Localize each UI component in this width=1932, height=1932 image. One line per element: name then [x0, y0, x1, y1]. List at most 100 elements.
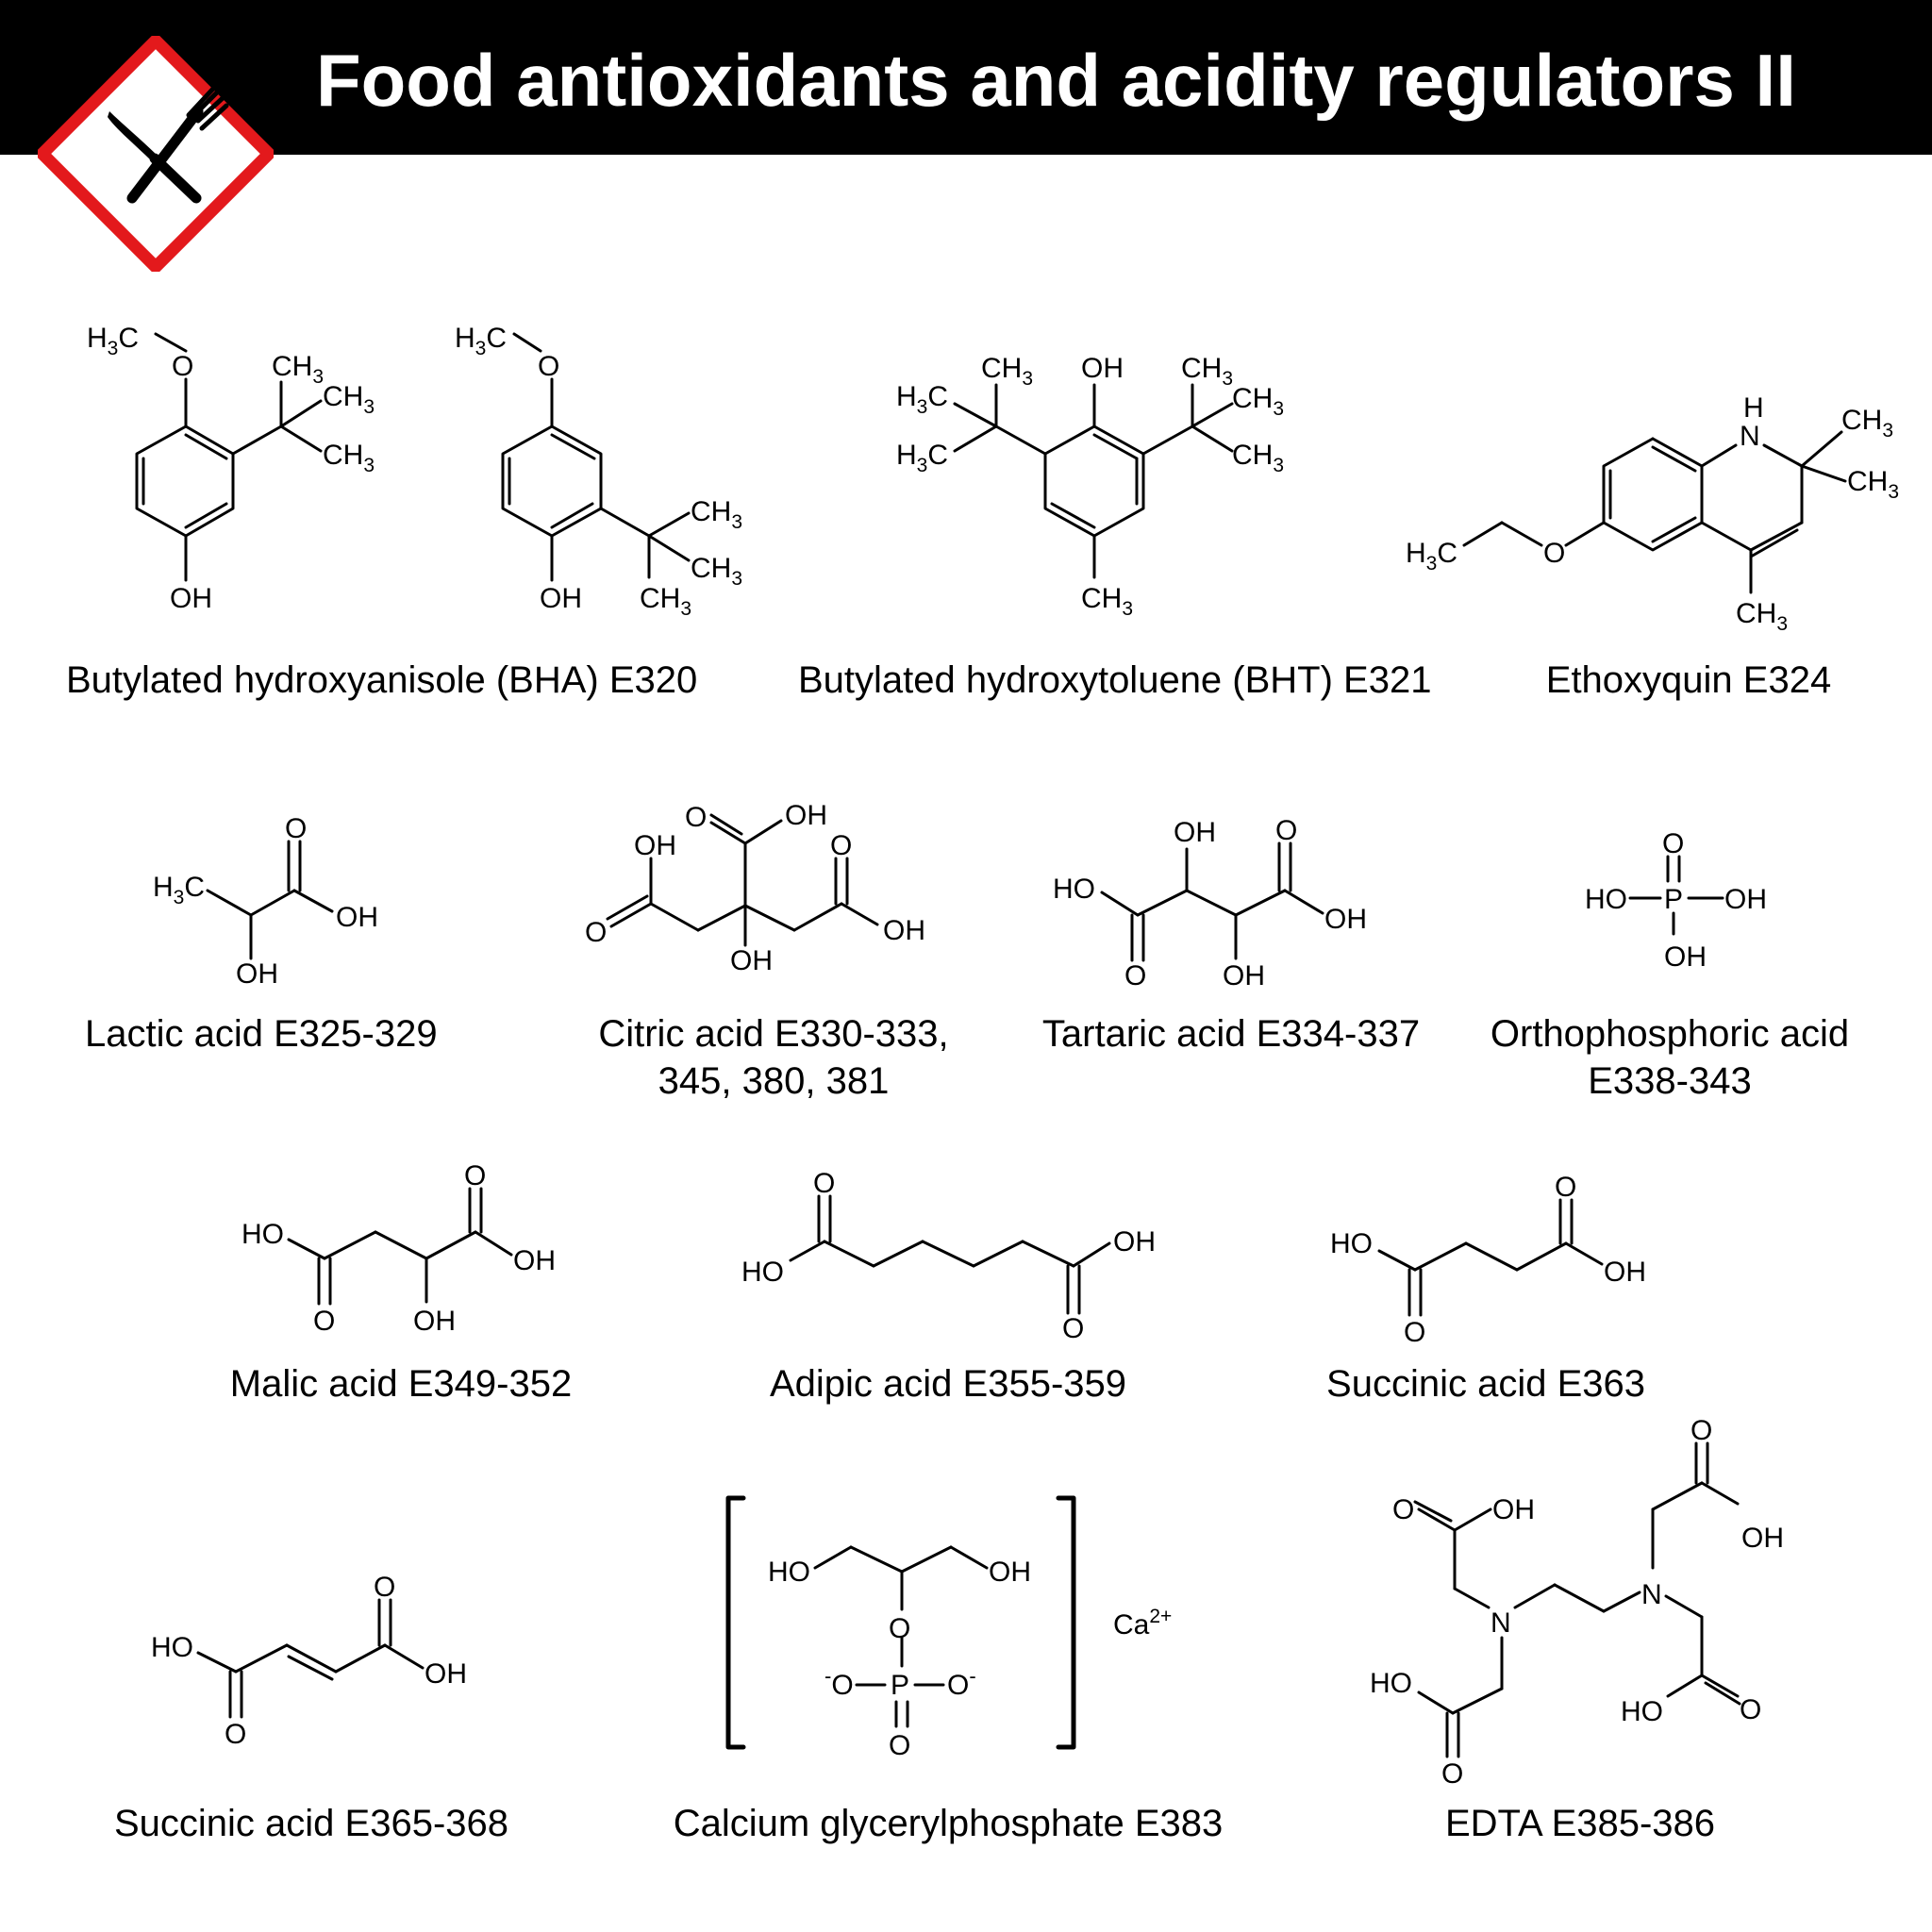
atom-o: O — [172, 351, 193, 382]
atom-o: O — [830, 830, 852, 861]
atom-oh: OH — [1113, 1226, 1156, 1257]
atom-oh: OH — [413, 1306, 456, 1337]
atom-ho: HO — [741, 1257, 784, 1288]
atom-o: O — [538, 351, 559, 382]
structure-adipic-acid: HO O OH O — [741, 1168, 1156, 1344]
atom-ho: HO — [1585, 884, 1627, 915]
atom-ho: HO — [1053, 874, 1095, 905]
compound-label-citric-acid: Citric acid E330-333, 345, 380, 381 — [557, 1010, 991, 1105]
atom-o: O — [889, 1613, 910, 1644]
atom-n: N — [1740, 421, 1760, 452]
atom-o: O — [225, 1719, 246, 1750]
atom-o: O — [889, 1730, 910, 1761]
atom-p: P — [891, 1670, 909, 1701]
atom-ch3: CH3 — [981, 353, 1033, 390]
structure-bha-1: H3C O CH3 CH3 CH3 OH — [87, 323, 375, 614]
atom-ch3: CH3 — [1232, 383, 1284, 420]
atom-ch3: CH3 — [640, 583, 691, 620]
atom-ch3: CH3 — [691, 553, 742, 590]
atom-o: O — [313, 1306, 335, 1337]
atom-oh: OH — [634, 830, 676, 861]
atom-oh: OH — [236, 958, 278, 990]
atom-ca: Ca2+ — [1113, 1606, 1172, 1641]
atom-oh: OH — [883, 915, 925, 946]
atom-o: O — [1555, 1172, 1576, 1203]
structure-edta: O OH N N HO O O OH HO O — [1370, 1415, 1784, 1790]
structure-bht: CH3 OH CH3 H3C H3C CH3 CH3 CH3 — [896, 353, 1284, 620]
atom-o: O — [1124, 960, 1146, 991]
atom-ch3: CH3 — [323, 381, 375, 418]
atom-ch3: CH3 — [1081, 583, 1133, 620]
structure-fumaric-acid: HO O OH O — [151, 1572, 467, 1750]
compound-label-lactic-acid: Lactic acid E325-329 — [85, 1013, 438, 1055]
compound-label-succinic-acid: Succinic acid E363 — [1326, 1363, 1645, 1405]
title-bar: Food antioxidants and acidity regulators… — [0, 0, 1932, 155]
atom-oh: OH — [1081, 353, 1124, 384]
atom-h3c: H3C — [87, 323, 139, 359]
atom-ch3: CH3 — [1841, 405, 1893, 441]
atom-ch3: CH3 — [691, 496, 742, 533]
atom-ho: HO — [1330, 1228, 1373, 1259]
structure-bha-2: H3C O CH3 CH3 CH3 OH — [455, 323, 742, 620]
compound-label-tartaric-acid: Tartaric acid E334-337 — [1041, 1013, 1421, 1055]
compound-label-line: 345, 380, 381 — [658, 1060, 890, 1102]
atom-o: O — [1543, 538, 1565, 569]
atom-ho: HO — [242, 1219, 284, 1250]
atom-o: O — [285, 813, 307, 844]
atom-h3c: H3C — [455, 323, 507, 359]
atom-oh: OH — [425, 1658, 467, 1690]
atom-oh: OH — [1724, 884, 1767, 915]
compound-label-orthophosphoric-acid: Orthophosphoric acid E338-343 — [1472, 1010, 1868, 1105]
atom-h3c: H3C — [1406, 538, 1457, 575]
atom-o: O — [1275, 815, 1297, 846]
atom-o: O — [1062, 1313, 1084, 1344]
atom-o-minus: -O — [824, 1664, 854, 1701]
atom-o: O — [374, 1572, 395, 1603]
atom-oh: OH — [1741, 1523, 1784, 1554]
compound-label-line: E338-343 — [1588, 1060, 1752, 1102]
atom-ch3: CH3 — [272, 351, 324, 388]
atom-o: O — [464, 1160, 486, 1191]
food-diamond-icon — [38, 36, 274, 272]
atom-oh: OH — [1223, 960, 1265, 991]
atom-ch3: CH3 — [1847, 466, 1899, 503]
atom-o: O — [1441, 1758, 1463, 1790]
atom-o: O — [585, 917, 607, 948]
atom-h3c: H3C — [153, 872, 205, 908]
compound-label-bht: Butylated hydroxytoluene (BHT) E321 — [798, 659, 1432, 701]
atom-p: P — [1664, 884, 1683, 915]
atom-o: O — [1662, 828, 1684, 859]
atom-o: O — [1690, 1415, 1712, 1446]
atom-oh: OH — [785, 800, 827, 831]
page-title: Food antioxidants and acidity regulators… — [316, 39, 1796, 122]
atom-oh: OH — [1604, 1257, 1646, 1288]
structure-orthophosphoric-acid: O HO P OH OH — [1585, 828, 1767, 973]
atom-ch3: CH3 — [1736, 598, 1788, 635]
compound-label-line: Orthophosphoric acid — [1490, 1013, 1850, 1055]
compound-label-fumaric-acid: Succinic acid E365-368 — [113, 1803, 509, 1844]
atom-oh: OH — [513, 1245, 556, 1276]
atom-ch3: CH3 — [323, 440, 375, 476]
atom-oh: OH — [540, 583, 582, 614]
compound-label-edta: EDTA E385-386 — [1444, 1803, 1716, 1844]
atom-ch3: CH3 — [1181, 353, 1233, 390]
atom-ho: HO — [768, 1557, 810, 1588]
atom-oh: OH — [989, 1557, 1031, 1588]
fork-icon — [126, 86, 229, 204]
atom-h3c: H3C — [896, 381, 948, 418]
atom-oh: OH — [1492, 1494, 1535, 1525]
structure-tartaric-acid: HO OH O OH O OH — [1053, 815, 1367, 991]
atom-o-minus: O- — [947, 1664, 976, 1701]
atom-o: O — [1740, 1694, 1761, 1725]
compound-label-adipic-acid: Adipic acid E355-359 — [769, 1363, 1127, 1405]
atom-o: O — [685, 802, 707, 833]
atom-n: N — [1491, 1607, 1511, 1639]
structure-ethoxyquin: H N CH3 CH3 CH3 O H3C — [1406, 392, 1899, 635]
atom-oh: OH — [1324, 904, 1367, 935]
structure-malic-acid: HO O OH O OH — [242, 1160, 556, 1337]
atom-oh: OH — [1664, 941, 1707, 973]
compound-label-bha: Butylated hydroxyanisole (BHA) E320 — [66, 659, 698, 701]
atom-oh: OH — [170, 583, 212, 614]
atom-h3c: H3C — [896, 440, 948, 476]
